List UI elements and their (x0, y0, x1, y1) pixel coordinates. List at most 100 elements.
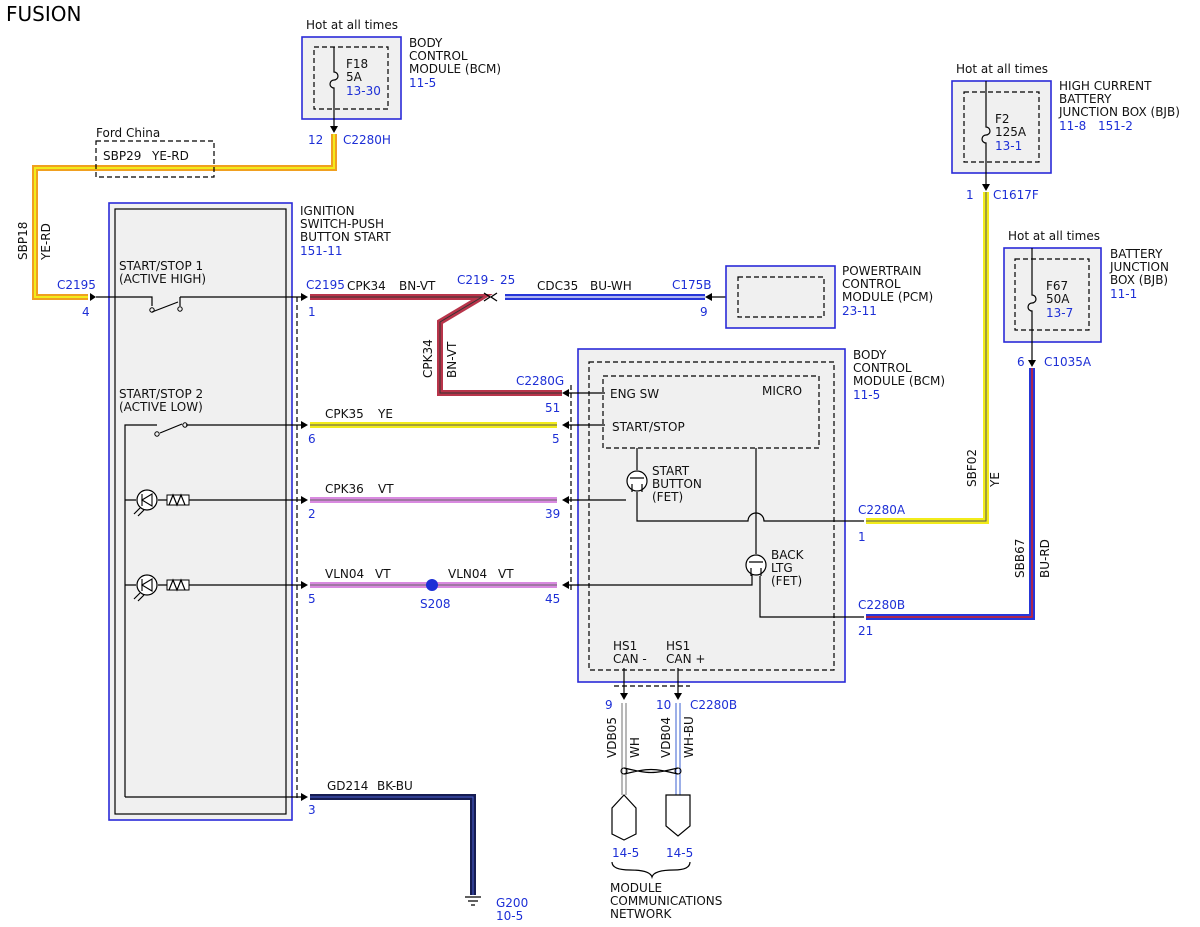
bjb-module: Hot at all times F67 50A 13-7 BATTERY JU… (1003, 229, 1169, 369)
fuse-f67-label: F67 (1046, 279, 1068, 293)
pin-6-c1035a: 6 (1017, 355, 1025, 369)
bcm-fuse-name-3: MODULE (BCM) (409, 62, 501, 76)
resistor-1-icon (166, 494, 190, 506)
can-network: 9 10 C2280B VDB05 WH VDB04 WH-BU 14-5 14… (605, 698, 737, 921)
connector-c219-pin: 25 (500, 273, 515, 287)
bjb-high-name-3: JUNCTION BOX (BJB) (1058, 105, 1180, 119)
fuse-f18-label: F18 (346, 57, 368, 71)
can-plus-label-2: CAN + (666, 652, 705, 666)
ground-ref: 10-5 (496, 909, 523, 923)
micro-box (602, 375, 820, 449)
back-ltg-fet-icon (745, 554, 767, 576)
pcm-module: POWERTRAIN CONTROL MODULE (PCM) 23-11 (725, 264, 933, 329)
network-brace-icon (611, 861, 691, 880)
wire-sbb67: C2280B 21 SBB67 BU-RD (858, 368, 1052, 638)
pin-12: 12 (308, 133, 323, 147)
fuse-f18-amps: 5A (346, 70, 363, 84)
switch-start-stop-2 (124, 423, 302, 797)
circuit-sbb67: SBB67 (1013, 539, 1027, 578)
circuit-sbb67-color: BU-RD (1038, 539, 1052, 578)
diagram-title: FUSION (6, 2, 81, 26)
hot-label-bcm: Hot at all times (306, 18, 398, 32)
circuit-vln04-a: VLN04 (325, 567, 364, 581)
bcm-main-module: BODY CONTROL MODULE (BCM) 11-5 MICRO ENG… (562, 348, 945, 700)
bcm-main-name-3: MODULE (BCM) (853, 374, 945, 388)
connector-c2280b-bottom: C2280B (690, 698, 737, 712)
pin-3: 3 (308, 803, 316, 817)
back-ltg-label-2: LTG (771, 561, 793, 575)
wire-gd214: GD214 BK-BU 3 G200 10-5 (308, 779, 528, 923)
connector-c219: C219 (457, 273, 488, 287)
pin-39: 39 (545, 507, 560, 521)
bjb-name-3: BOX (BJB) (1110, 273, 1168, 287)
ford-china-label: Ford China (96, 126, 160, 140)
circuit-sbp29: SBP29 (103, 149, 141, 163)
wire-cpk35: CPK35 YE 6 5 (308, 407, 560, 446)
ignition-inner (114, 208, 287, 815)
can-minus-label-1: HS1 (613, 639, 637, 653)
circuit-cpk35: CPK35 (325, 407, 364, 421)
pin-1-c1617f: 1 (966, 188, 974, 202)
bcm-fuse-name-1: BODY (409, 36, 443, 50)
pin-1-c2280a: 1 (858, 530, 866, 544)
pcm-inner (737, 276, 825, 318)
splice-s208: S208 (420, 597, 451, 611)
fuse-f18-ref: 13-30 (346, 84, 381, 98)
connector-c2280b-right: C2280B (858, 598, 905, 612)
circuit-gd214-color: BK-BU (377, 779, 413, 793)
ignition-name-2: SWITCH-PUSH (300, 217, 384, 231)
wire-vdb05 (621, 703, 627, 795)
circuit-sbp18: SBP18 (16, 222, 30, 260)
bjb-high-name-1: HIGH CURRENT (1059, 79, 1152, 93)
pcm-name-3: MODULE (PCM) (842, 290, 933, 304)
network-ref-left: 14-5 (612, 846, 639, 860)
bcm-fuse-inner (313, 46, 389, 110)
pin-9-pcm: 9 (700, 305, 708, 319)
led-2-icon (136, 574, 158, 596)
wire-sbf02: C2280A 1 SBF02 YE (858, 192, 1002, 544)
connector-c2280h: C2280H (343, 133, 391, 147)
can-plus-label-1: HS1 (666, 639, 690, 653)
back-ltg-label-1: BACK (771, 548, 805, 562)
circuit-sbp29-color: YE-RD (151, 149, 189, 163)
bjb-name-1: BATTERY (1110, 247, 1163, 261)
circuit-vln04-a-color: VT (375, 567, 391, 581)
circuit-sbp18-color: YE-RD (39, 223, 53, 261)
led-2-light-rays (133, 592, 145, 602)
sw1-label-1: START/STOP 1 (119, 259, 203, 273)
ground-g200: G200 (496, 896, 528, 910)
circuit-vdb05-color: WH (628, 737, 642, 758)
bjb-high-name-2: BATTERY (1059, 92, 1112, 106)
bjb-high-ref-1: 11-8 (1059, 119, 1086, 133)
wire-cpk34: C2195 CPK34 BN-VT 1 CPK34 BN-VT C2280G 5… (306, 278, 564, 415)
bjb-name-2: JUNCTION (1109, 260, 1169, 274)
pin-10: 10 (656, 698, 671, 712)
network-name-2: COMMUNICATIONS (610, 894, 722, 908)
pin-9: 9 (605, 698, 613, 712)
bcm-main-ref: 11-5 (853, 388, 880, 402)
fuse-f2-amps: 125A (995, 125, 1027, 139)
twisted-pair (623, 767, 679, 775)
circuit-vln04-b: VLN04 (448, 567, 487, 581)
resistor-2-icon (166, 579, 190, 591)
svg-text:-: - (490, 273, 494, 287)
bcm-fuse-arrow (330, 126, 338, 133)
network-name-3: NETWORK (610, 907, 673, 921)
back-ltg-label-3: (FET) (771, 574, 802, 588)
splice-s208-dot (426, 579, 438, 591)
bjb-ref: 11-1 (1110, 287, 1137, 301)
wire-cpk36: CPK36 VT 2 39 (308, 482, 560, 521)
micro-label: MICRO (762, 384, 802, 398)
circuit-cpk35-color: YE (377, 407, 393, 421)
circuit-cpk34-vertical-color: BN-VT (445, 341, 459, 378)
circuit-sbf02-color: YE (988, 472, 1002, 488)
ford-china-box (95, 140, 215, 178)
connector-c2280g: C2280G (516, 374, 564, 388)
high-current-bjb-module: Hot at all times F2 125A 13-1 HIGH CURRE… (951, 62, 1180, 202)
fuse-f2-symbol (981, 81, 991, 188)
connector-c175b: C175B (672, 278, 712, 292)
fuse-f2-ref: 13-1 (995, 139, 1022, 153)
pin-2-ignition: 2 (308, 507, 316, 521)
start-button-label-1: START (652, 464, 690, 478)
